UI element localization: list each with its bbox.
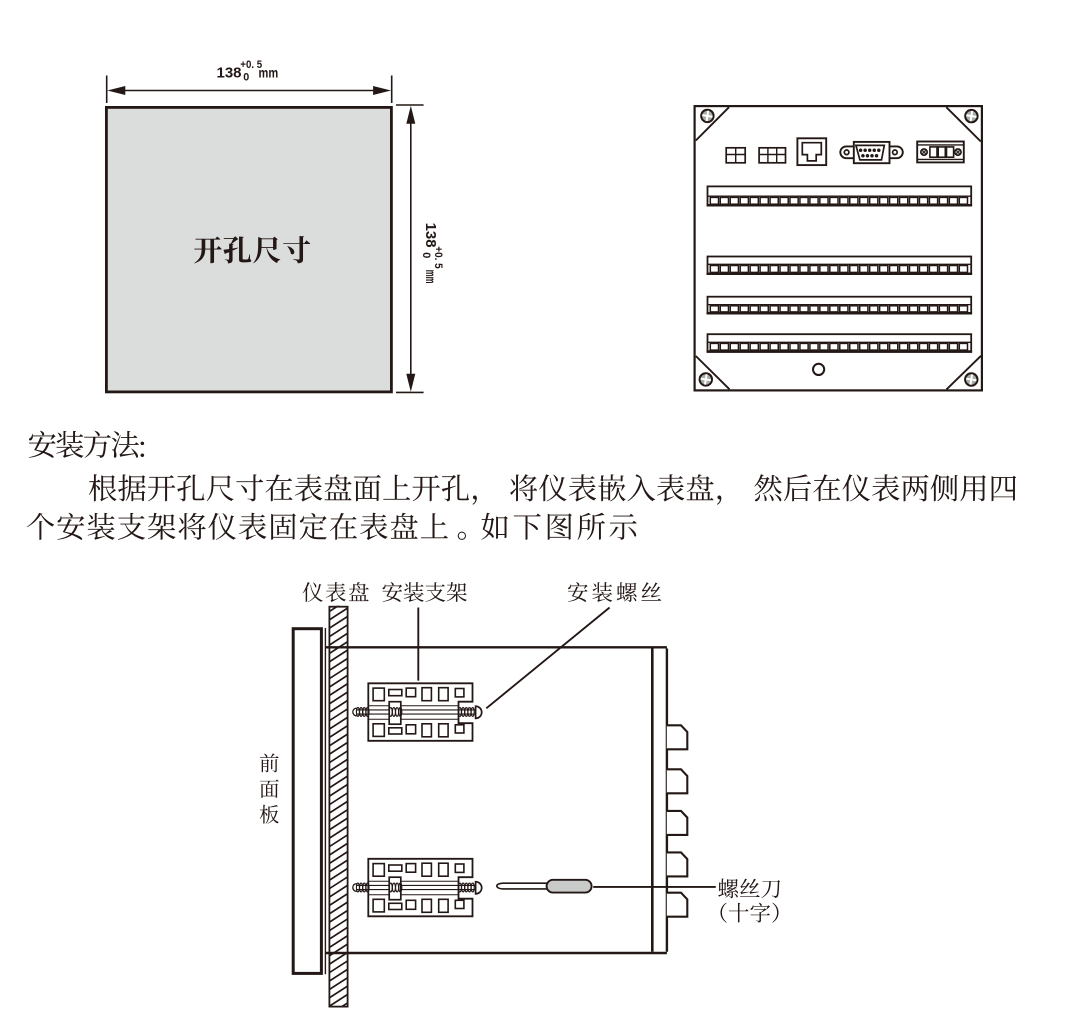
svg-text:138: 138 xyxy=(422,223,439,248)
svg-text:+0. 5: +0. 5 xyxy=(432,246,443,269)
svg-text:mm: mm xyxy=(259,65,279,81)
svg-text:138: 138 xyxy=(217,64,242,81)
svg-text:0: 0 xyxy=(243,72,249,84)
svg-text:+0. 5: +0. 5 xyxy=(240,60,262,72)
svg-text:0: 0 xyxy=(420,252,432,258)
svg-text:mm: mm xyxy=(422,270,437,284)
